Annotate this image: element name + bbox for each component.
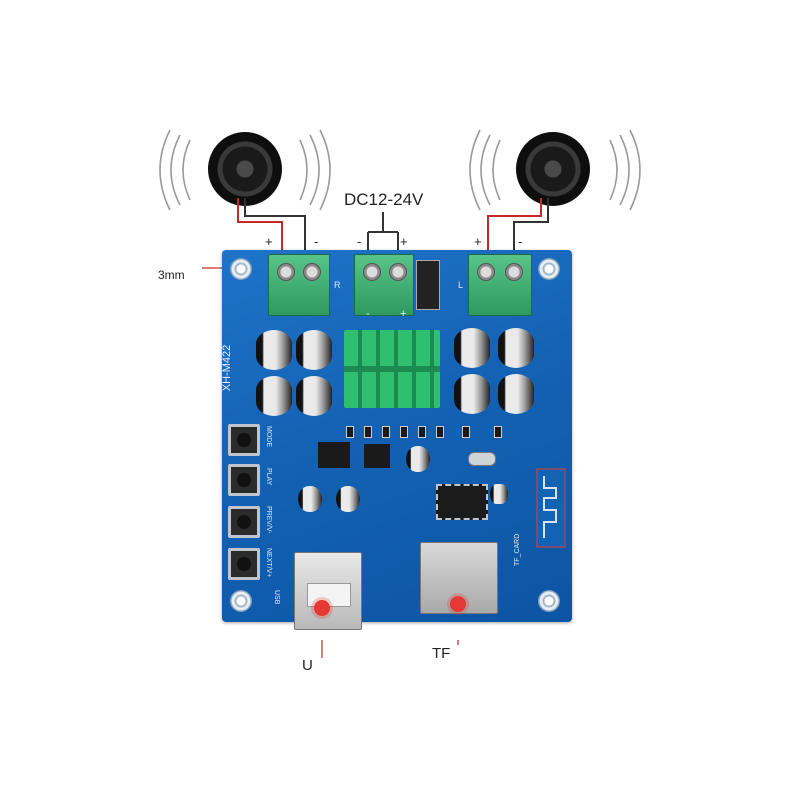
power-plus-mark: +: [400, 308, 407, 320]
smd-component: [462, 426, 470, 438]
next-button[interactable]: [228, 548, 260, 580]
mount-hole-bottom-right: [538, 590, 560, 612]
smd-component: [346, 426, 354, 438]
capacitor: [406, 446, 430, 472]
capacitor: [296, 376, 332, 416]
screw-icon: [363, 263, 381, 281]
capacitor: [298, 486, 322, 512]
screw-icon: [303, 263, 321, 281]
tf-label: TF: [432, 645, 451, 662]
speaker-cone-left: [208, 132, 282, 206]
tf-marker: [450, 596, 466, 612]
mode-button[interactable]: [228, 424, 260, 456]
mount-hole-top-right: [538, 258, 560, 280]
screw-icon: [477, 263, 495, 281]
right-channel-mark: R: [334, 280, 341, 290]
play-button-label: PLAY: [265, 468, 272, 486]
tf-card-marking: TF_CARD: [514, 533, 521, 566]
left-speaker: [150, 120, 340, 220]
crystal: [468, 452, 496, 466]
smd-component: [494, 426, 502, 438]
power-label: DC12-24V: [344, 190, 424, 209]
heatsink: [344, 330, 440, 408]
smd-component: [400, 426, 408, 438]
screw-icon: [389, 263, 407, 281]
prev-button-label: PREV/V-: [265, 506, 272, 534]
smd-component: [382, 426, 390, 438]
capacitor: [498, 328, 534, 368]
power-minus-sign: -: [357, 234, 362, 249]
play-button[interactable]: [228, 464, 260, 496]
power-minus-mark: -: [366, 308, 370, 320]
smd-component: [418, 426, 426, 438]
decoder-chip: [436, 484, 488, 520]
left-minus-sign: -: [314, 234, 319, 249]
left-plus-sign: +: [265, 234, 273, 249]
mount-hole-bottom-left: [230, 590, 252, 612]
capacitor: [336, 486, 360, 512]
usb-marker: [314, 600, 330, 616]
capacitor: [498, 374, 534, 414]
hole-size-label: 3mm: [158, 268, 185, 282]
model-marking: XH-M422: [221, 344, 234, 392]
right-speaker-terminal[interactable]: [468, 254, 532, 316]
prev-button[interactable]: [228, 506, 260, 538]
capacitor: [454, 374, 490, 414]
voltage-regulator: [364, 444, 390, 468]
screw-icon: [277, 263, 295, 281]
smd-component: [436, 426, 444, 438]
capacitor: [490, 484, 508, 504]
capacitor: [296, 330, 332, 370]
voltage-regulator: [318, 442, 350, 468]
next-button-label: NEXT/V+: [265, 548, 272, 578]
usb-port[interactable]: [294, 552, 362, 630]
mode-button-label: MODE: [265, 426, 272, 447]
usb-label: U: [302, 657, 313, 674]
sound-waves-left-icon: [159, 129, 331, 211]
capacitor: [256, 330, 292, 370]
mount-hole-top-left: [230, 258, 252, 280]
right-plus-sign: +: [474, 234, 482, 249]
right-minus-sign: -: [518, 234, 523, 249]
power-terminal[interactable]: [354, 254, 414, 316]
diode-d1: [416, 260, 440, 310]
left-channel-mark: L: [458, 280, 464, 290]
capacitor: [256, 376, 292, 416]
amplifier-board: R L - + XH-M422 MODE PLAY PREV/V-: [221, 250, 572, 630]
right-speaker: [460, 120, 650, 220]
power-plus-sign: +: [400, 234, 408, 249]
screw-icon: [505, 263, 523, 281]
bluetooth-antenna-icon: [536, 468, 566, 548]
sound-waves-right-icon: [469, 129, 641, 211]
capacitor: [454, 328, 490, 368]
speaker-cone-right: [516, 132, 590, 206]
smd-component: [364, 426, 372, 438]
usb-marking: USB: [273, 590, 280, 605]
left-speaker-terminal[interactable]: [268, 254, 330, 316]
